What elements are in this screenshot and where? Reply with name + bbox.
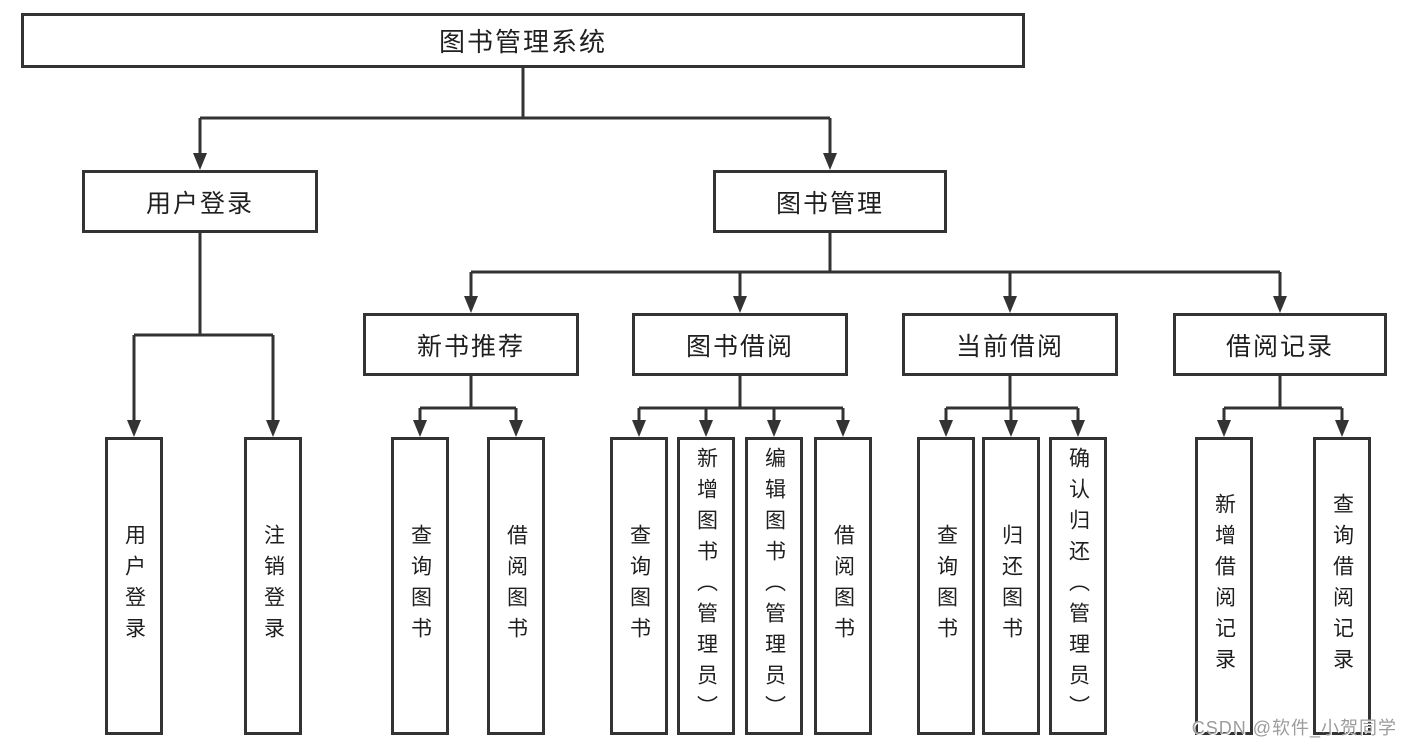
- leaf-query-book-b-label: 查询图书: [627, 524, 651, 648]
- node-book-borrow-label: 图书借阅: [685, 332, 794, 361]
- node-new-book-recommend: 新书推荐: [363, 313, 579, 376]
- node-book-management-label: 图书管理: [775, 189, 884, 218]
- node-root-label: 图书管理系统: [438, 27, 607, 57]
- leaf-query-book-c: 查询图书: [917, 437, 975, 735]
- node-current-borrow: 当前借阅: [902, 313, 1118, 376]
- leaf-user-login-label: 用户登录: [122, 524, 146, 648]
- node-user-login-label: 用户登录: [145, 189, 254, 218]
- node-new-book-recommend-label: 新书推荐: [416, 332, 525, 361]
- leaf-user-login: 用户登录: [105, 437, 163, 735]
- leaf-add-book-admin: 新增图书（管理员）: [677, 437, 735, 735]
- leaf-query-borrow-record-label: 查询借阅记录: [1330, 493, 1354, 679]
- leaf-query-book-c-label: 查询图书: [934, 524, 958, 648]
- leaf-query-book-a: 查询图书: [391, 437, 449, 735]
- leaf-borrow-book-a: 借阅图书: [487, 437, 545, 735]
- watermark: CSDN @软件_小贺同学: [1191, 718, 1397, 738]
- leaf-confirm-return-admin: 确认归还（管理员）: [1049, 437, 1107, 735]
- leaf-borrow-book-a-label: 借阅图书: [504, 524, 528, 648]
- leaf-add-borrow-record: 新增借阅记录: [1195, 437, 1253, 735]
- node-book-borrow: 图书借阅: [632, 313, 848, 376]
- leaf-logout-label: 注销登录: [261, 524, 285, 648]
- node-current-borrow-label: 当前借阅: [955, 332, 1064, 361]
- node-book-management: 图书管理: [713, 170, 947, 233]
- leaf-return-book: 归还图书: [982, 437, 1040, 735]
- leaf-borrow-book-b-label: 借阅图书: [831, 524, 855, 648]
- leaf-edit-book-admin-label: 编辑图书（管理员）: [762, 446, 786, 726]
- leaf-edit-book-admin: 编辑图书（管理员）: [745, 437, 803, 735]
- connector-segments: [132, 68, 1344, 432]
- leaf-add-book-admin-label: 新增图书（管理员）: [694, 446, 718, 726]
- leaf-query-book-b: 查询图书: [610, 437, 668, 735]
- leaf-return-book-label: 归还图书: [999, 524, 1023, 648]
- leaf-query-book-a-label: 查询图书: [408, 524, 432, 648]
- node-root: 图书管理系统: [21, 13, 1025, 68]
- node-borrow-records-label: 借阅记录: [1225, 332, 1334, 361]
- leaf-add-borrow-record-label: 新增借阅记录: [1212, 493, 1236, 679]
- leaf-confirm-return-admin-label: 确认归还（管理员）: [1066, 446, 1090, 726]
- leaf-logout: 注销登录: [244, 437, 302, 735]
- leaf-borrow-book-b: 借阅图书: [814, 437, 872, 735]
- node-borrow-records: 借阅记录: [1173, 313, 1387, 376]
- leaf-query-borrow-record: 查询借阅记录: [1313, 437, 1371, 735]
- node-user-login: 用户登录: [82, 170, 318, 233]
- arrowheads: [127, 153, 1349, 437]
